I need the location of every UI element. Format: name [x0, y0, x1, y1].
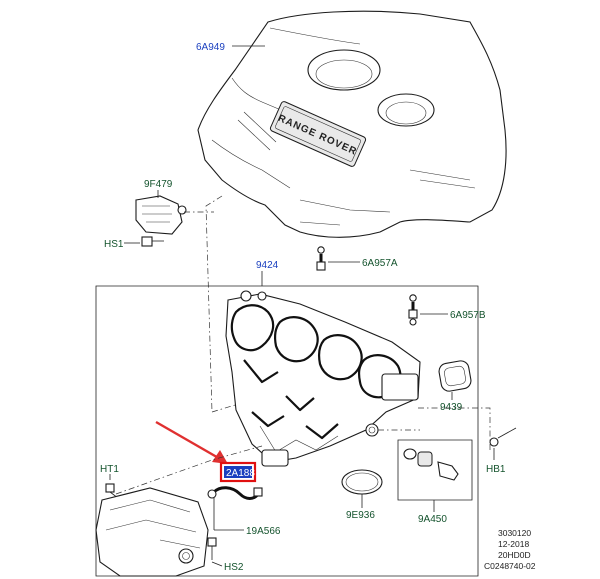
dash-line-right: [418, 407, 491, 452]
label-bolt-right[interactable]: HB1: [486, 464, 506, 475]
label-sensor-bolt[interactable]: HS1: [104, 239, 124, 250]
label-fitting-kit[interactable]: 9A450: [418, 514, 447, 525]
ref-line-4: C0248740-02: [484, 561, 536, 571]
small-gasket[interactable]: [438, 360, 472, 393]
dash-line-left: [205, 195, 223, 413]
lower-housing[interactable]: [95, 487, 209, 577]
bolt-right[interactable]: [489, 427, 517, 447]
highlight-fill: [224, 466, 252, 478]
fitting-kit[interactable]: [403, 448, 459, 481]
manifold-frame: [95, 285, 479, 577]
dash-line-ht1: [115, 445, 263, 495]
intake-manifold[interactable]: [225, 290, 421, 467]
label-o-ring[interactable]: 9E936: [346, 510, 375, 521]
label-highlighted-part[interactable]: 2A188: [226, 468, 255, 479]
o-ring[interactable]: [341, 469, 383, 495]
ref-line-1: 3030120: [498, 528, 531, 538]
label-small-gasket[interactable]: 9439: [440, 402, 463, 413]
label-manifold[interactable]: 9424: [256, 260, 279, 271]
leader-bolt-lower: [211, 561, 223, 567]
ref-line-3: 20HD0D: [498, 550, 531, 560]
label-sensor[interactable]: 9F479: [144, 179, 173, 190]
bolt-lower[interactable]: [207, 537, 217, 560]
label-bolt-lower[interactable]: HS2: [224, 562, 244, 573]
label-bolt-left[interactable]: HT1: [100, 464, 119, 475]
ref-line-2: 12-2018: [498, 539, 529, 549]
sensor-bolt[interactable]: [141, 236, 164, 247]
engine-cover[interactable]: RANGE ROVER: [197, 10, 507, 238]
sensor-part[interactable]: [135, 195, 187, 235]
fitting-kit-frame: [397, 439, 473, 501]
callout-arrow: [155, 420, 228, 464]
label-stud-lower[interactable]: 6A957B: [450, 310, 486, 321]
stud-upper[interactable]: [316, 246, 326, 271]
label-stud-upper[interactable]: 6A957A: [362, 258, 398, 269]
label-engine-cover[interactable]: 6A949: [196, 42, 225, 53]
stud-lower[interactable]: [408, 294, 418, 326]
label-hose[interactable]: 19A566: [246, 526, 281, 537]
hose[interactable]: [207, 486, 263, 500]
highlight-box: [219, 461, 257, 483]
